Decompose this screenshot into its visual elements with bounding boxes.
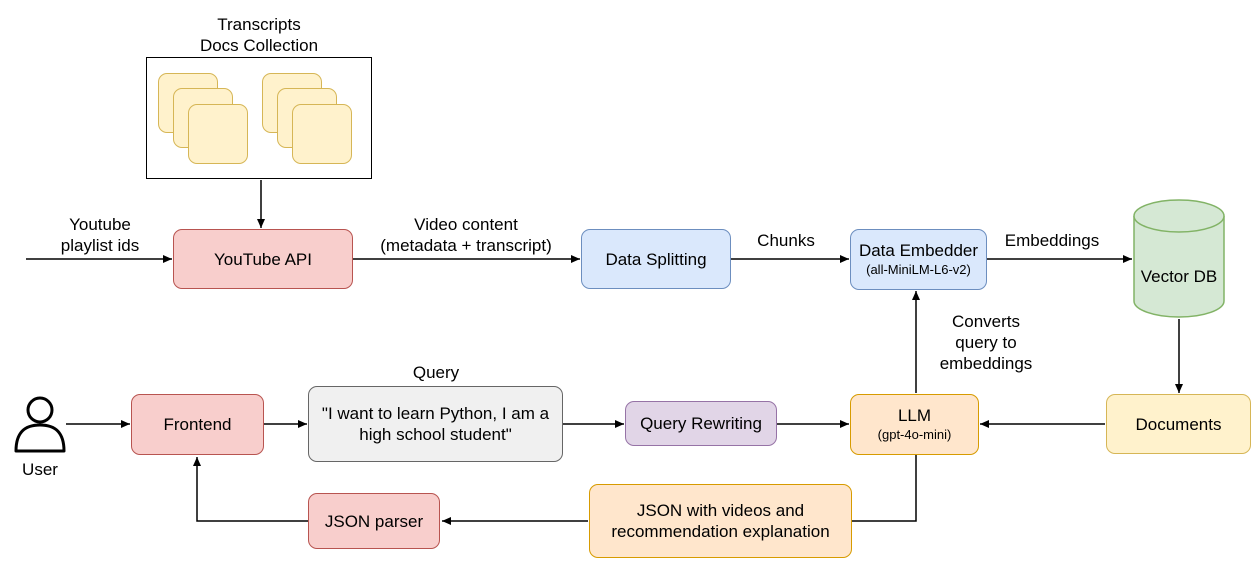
chunks-label: Chunks xyxy=(757,231,815,250)
user-icon xyxy=(14,396,66,453)
llm-node: LLM (gpt-4o-mini) xyxy=(850,394,979,455)
json-output-line1: JSON with videos and xyxy=(636,501,805,520)
llm-label: LLM xyxy=(897,406,932,425)
vector-db-label: Vector DB xyxy=(1140,267,1218,286)
query-text-line1: "I want to learn Python, I am a xyxy=(321,404,550,423)
collection-title-line1: Transcripts xyxy=(217,15,301,34)
json-output-line2: recommendation explanation xyxy=(611,522,830,541)
json-output-node: JSON with videos and recommendation expl… xyxy=(589,484,852,558)
arrow-llm-to-json-output xyxy=(852,455,917,522)
converts-label-line1: Converts xyxy=(951,312,1021,331)
llm-model: (gpt-4o-mini) xyxy=(877,427,952,442)
vector-db-node: Vector DB xyxy=(1133,199,1225,318)
database-cylinder-icon xyxy=(1133,199,1225,318)
query-text-line2: high school student" xyxy=(359,425,512,444)
arrow-parser-to-frontend xyxy=(193,457,308,522)
data-embedder-node: Data Embedder (all-MiniLM-L6-v2) xyxy=(850,229,987,290)
video-content-label-line1: Video content xyxy=(414,215,518,234)
query-label: Query xyxy=(412,363,460,382)
collection-title-line2: Docs Collection xyxy=(199,36,319,55)
transcripts-docs-collection xyxy=(146,57,372,179)
json-parser-node: JSON parser xyxy=(308,493,440,549)
document-icon xyxy=(292,104,352,164)
embeddings-label: Embeddings xyxy=(1004,231,1100,250)
documents-label: Documents xyxy=(1135,414,1222,434)
playlist-label-line1: Youtube xyxy=(69,215,131,234)
data-splitting-node: Data Splitting xyxy=(581,229,731,289)
json-parser-label: JSON parser xyxy=(324,511,424,531)
user-label: User xyxy=(22,460,58,479)
youtube-api-label: YouTube API xyxy=(214,249,312,269)
data-embedder-model: (all-MiniLM-L6-v2) xyxy=(866,262,971,277)
documents-node: Documents xyxy=(1106,394,1251,454)
query-text-node: "I want to learn Python, I am a high sch… xyxy=(308,386,563,462)
converts-label-line2: query to xyxy=(955,333,1017,352)
query-rewriting-node: Query Rewriting xyxy=(625,401,777,446)
playlist-label-line2: playlist ids xyxy=(60,236,140,255)
youtube-api-node: YouTube API xyxy=(173,229,353,289)
data-splitting-label: Data Splitting xyxy=(605,249,707,269)
video-content-label-line2: (metadata + transcript) xyxy=(380,236,552,255)
data-embedder-label: Data Embedder xyxy=(858,241,979,260)
query-rewriting-label: Query Rewriting xyxy=(640,414,762,433)
document-icon xyxy=(188,104,248,164)
frontend-label: Frontend xyxy=(163,415,232,434)
converts-label-line3: embeddings xyxy=(939,354,1033,373)
frontend-node: Frontend xyxy=(131,394,264,455)
